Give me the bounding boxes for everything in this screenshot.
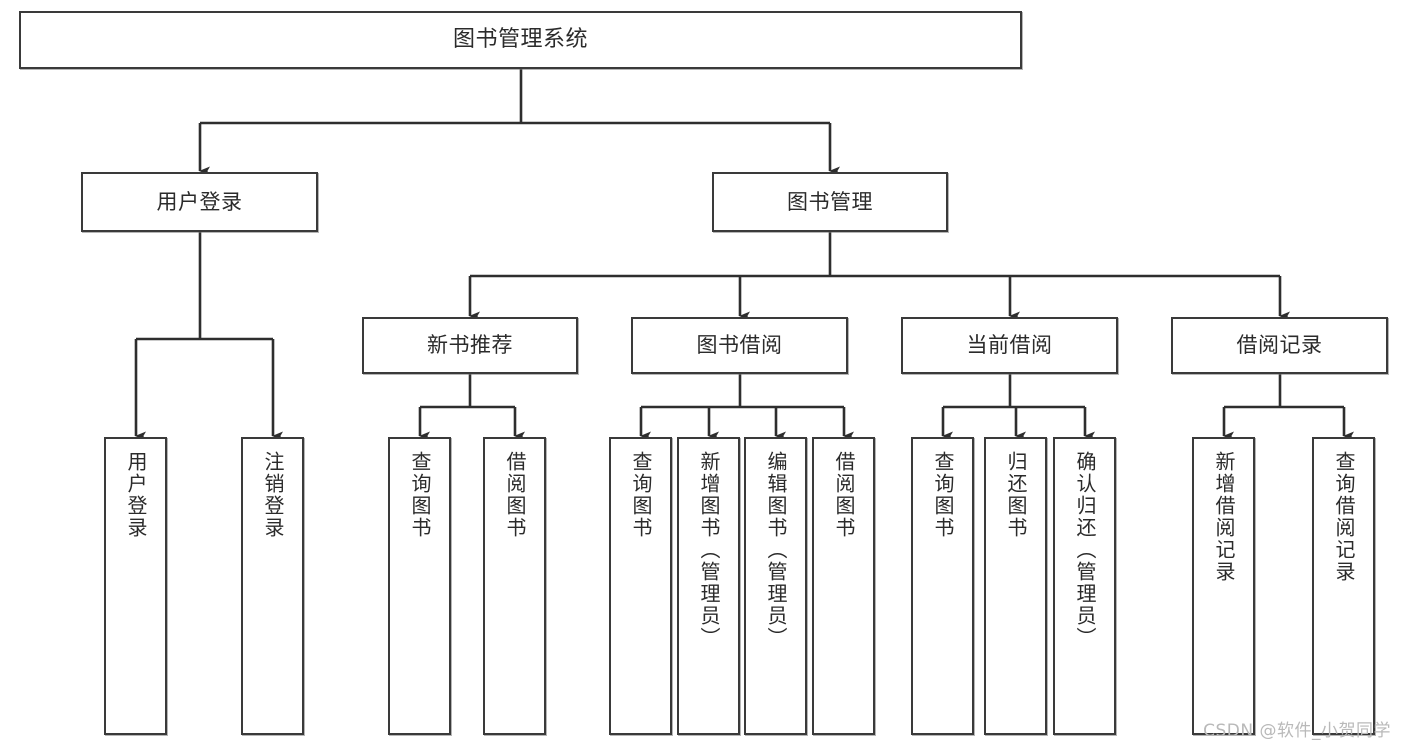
- node-leaf-add-book-admin[interactable]: 新增图书（管理员）: [677, 437, 740, 735]
- node-leaf-add-borrow-record[interactable]: 新增借阅记录: [1192, 437, 1255, 735]
- node-label-leaf-logout-login: 注销登录: [261, 451, 285, 539]
- node-label-leaf-confirm-return-admin: 确认归还（管理员）: [1073, 451, 1097, 649]
- node-label-leaf-user-login: 用户登录: [124, 451, 148, 539]
- node-leaf-confirm-return-admin[interactable]: 确认归还（管理员）: [1053, 437, 1116, 735]
- node-leaf-borrow-book-1[interactable]: 借阅图书: [483, 437, 546, 735]
- node-leaf-borrow-book-2[interactable]: 借阅图书: [812, 437, 875, 735]
- node-label-borrow-record: 借阅记录: [1236, 333, 1323, 358]
- node-label-leaf-return-book: 归还图书: [1004, 451, 1028, 539]
- node-book-borrow[interactable]: 图书借阅: [631, 317, 848, 374]
- node-leaf-return-book[interactable]: 归还图书: [984, 437, 1047, 735]
- node-label-leaf-query-book-3: 查询图书: [931, 451, 955, 539]
- node-leaf-edit-book-admin[interactable]: 编辑图书（管理员）: [744, 437, 807, 735]
- node-leaf-query-book-1[interactable]: 查询图书: [388, 437, 451, 735]
- node-leaf-query-book-3[interactable]: 查询图书: [911, 437, 974, 735]
- node-label-new-book-recommend: 新书推荐: [427, 333, 513, 358]
- node-leaf-user-login[interactable]: 用户登录: [104, 437, 167, 735]
- csdn-watermark: CSDN @软件_小贺同学: [1203, 721, 1391, 741]
- node-label-user-login: 用户登录: [156, 189, 243, 214]
- node-new-book-recommend[interactable]: 新书推荐: [362, 317, 578, 374]
- node-label-leaf-borrow-book-2: 借阅图书: [832, 451, 856, 539]
- node-label-root: 图书管理系统: [452, 27, 588, 53]
- node-label-current-borrow: 当前借阅: [966, 333, 1053, 358]
- node-label-leaf-query-book-2: 查询图书: [629, 451, 653, 539]
- node-label-leaf-edit-book-admin: 编辑图书（管理员）: [764, 451, 788, 649]
- node-label-book-borrow: 图书借阅: [696, 333, 783, 358]
- node-leaf-query-borrow-record[interactable]: 查询借阅记录: [1312, 437, 1375, 735]
- node-label-leaf-add-borrow-record: 新增借阅记录: [1212, 451, 1236, 583]
- node-current-borrow[interactable]: 当前借阅: [901, 317, 1118, 374]
- node-user-login[interactable]: 用户登录: [81, 172, 318, 232]
- node-label-leaf-add-book-admin: 新增图书（管理员）: [697, 451, 721, 649]
- node-label-leaf-query-borrow-record: 查询借阅记录: [1332, 451, 1356, 583]
- node-borrow-record[interactable]: 借阅记录: [1171, 317, 1388, 374]
- node-leaf-logout-login[interactable]: 注销登录: [241, 437, 304, 735]
- node-label-book-manage: 图书管理: [787, 189, 873, 214]
- node-label-leaf-borrow-book-1: 借阅图书: [503, 451, 527, 539]
- node-leaf-query-book-2[interactable]: 查询图书: [609, 437, 672, 735]
- node-book-manage[interactable]: 图书管理: [712, 172, 948, 232]
- node-label-leaf-query-book-1: 查询图书: [408, 451, 432, 539]
- node-root[interactable]: 图书管理系统: [19, 11, 1022, 69]
